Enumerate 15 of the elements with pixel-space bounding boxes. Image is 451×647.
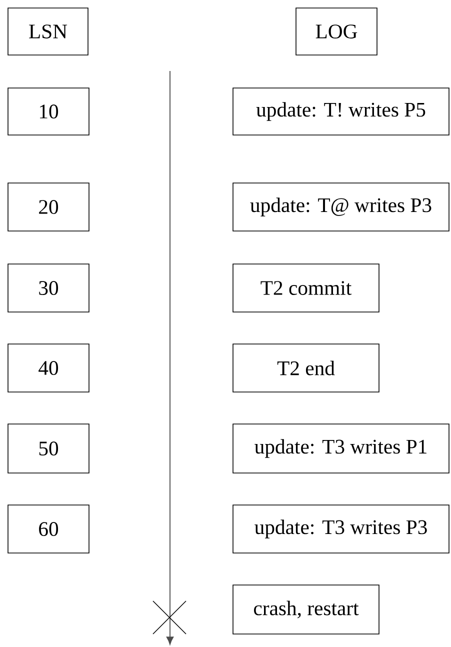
label-box: crash, restart — [232, 584, 380, 634]
label-box: T2 commit — [232, 264, 380, 312]
label-box: update: T@ writes P3 — [232, 182, 450, 232]
label-box: 20 — [8, 182, 90, 232]
label-box: 10 — [8, 88, 90, 136]
label-box: 50 — [8, 424, 90, 474]
label-box: LSN — [8, 8, 88, 56]
label-box: 60 — [8, 504, 90, 554]
label-box: update: T! writes P5 — [232, 88, 450, 136]
label-box: LOG — [296, 8, 378, 56]
label-box: 30 — [8, 264, 90, 312]
label-box: 40 — [8, 344, 90, 392]
label-box: update: T3 writes P1 — [232, 424, 450, 474]
label-box: update: T3 writes P3 — [232, 504, 450, 554]
label-box: T2 end — [232, 344, 380, 392]
